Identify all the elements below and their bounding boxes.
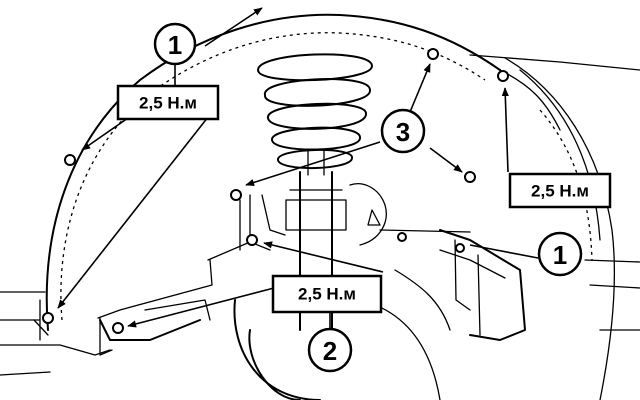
callout-1-right: 1 — [537, 231, 583, 277]
leader-lines — [57, 7, 539, 328]
fastener-upper-left — [64, 154, 76, 166]
fasteners — [42, 48, 509, 334]
fastener-knuckle — [397, 232, 407, 242]
fastener-top-right — [497, 70, 509, 82]
fastener-lower-liner — [112, 322, 124, 334]
fastener-knuckle-right — [455, 243, 465, 253]
lower-liner — [97, 241, 271, 356]
torque-text-right: 2,5 Н.м — [531, 182, 589, 201]
torque-text-bottom: 2,5 Н.м — [298, 285, 356, 304]
fastener-strut-left — [230, 189, 242, 201]
coil-spring — [257, 53, 373, 169]
torque-label-bottom: 2,5 Н.м — [271, 274, 383, 314]
fastener-right — [464, 171, 476, 183]
left-sill — [0, 291, 111, 376]
callout-2: 2 — [307, 327, 353, 373]
vehicle-body-outline — [469, 54, 640, 400]
fastener-lower-left — [42, 312, 54, 324]
fastener-top-center — [427, 48, 439, 60]
callout-1-top-text: 1 — [168, 30, 182, 60]
torque-label-right: 2,5 Н.м — [508, 172, 612, 209]
callout-1-right-text: 1 — [553, 240, 567, 270]
callout-1-top: 1 — [153, 22, 197, 66]
fastener-strut-lower — [246, 234, 258, 246]
torque-label-top-left: 2,5 Н.м — [116, 84, 220, 121]
callout-3-text: 3 — [396, 117, 410, 147]
torque-text-top-left: 2,5 Н.м — [139, 94, 197, 113]
callout-2-text: 2 — [323, 336, 337, 366]
callout-3: 3 — [380, 108, 426, 154]
